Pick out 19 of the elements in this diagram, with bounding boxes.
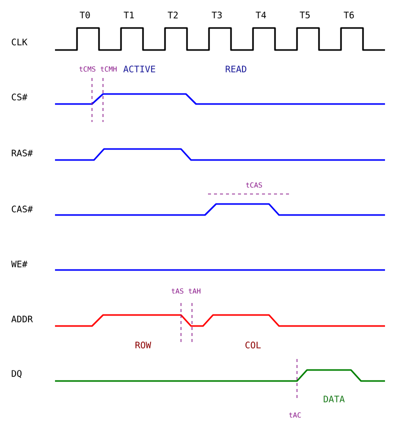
signal-name: WE# (11, 260, 28, 268)
signal-name: CLK (12, 38, 28, 46)
state-label: READ (226, 66, 246, 72)
clock-label: T1 (124, 12, 134, 18)
address-label: ROW (136, 342, 152, 348)
clock-label: T3 (212, 12, 222, 18)
clock-label: T0 (80, 12, 90, 18)
address-label: COL (245, 342, 261, 348)
clock-label: T6 (344, 12, 354, 18)
signal-name: RAS# (12, 150, 33, 156)
signal-name: ADDR (11, 316, 33, 322)
signal-name: DQ (12, 370, 22, 378)
clock-label: T2 (168, 12, 178, 18)
clock-label: T4 (256, 12, 266, 18)
signal-name: CS# (12, 94, 28, 100)
state-label: ACTIVE (123, 66, 156, 72)
data-label: DATA (324, 396, 345, 402)
signal-name: CAS# (12, 206, 33, 212)
clock-label: T5 (300, 12, 310, 18)
